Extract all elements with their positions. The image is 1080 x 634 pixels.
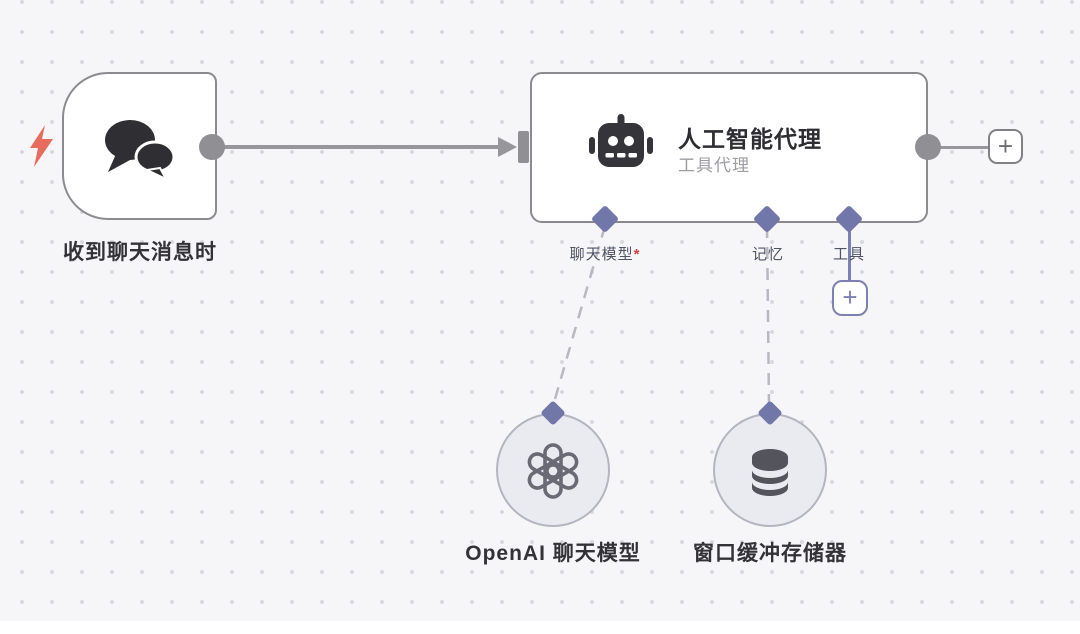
trigger-output-port[interactable] <box>199 134 225 160</box>
trigger-node-label: 收到聊天消息时 <box>63 241 217 264</box>
plus-icon: + <box>842 282 858 312</box>
port-label-chat-model-text: 聊天模型 <box>569 246 634 263</box>
connection-agent-to-plus <box>938 145 990 149</box>
add-tool-button[interactable]: + <box>832 280 868 316</box>
required-asterisk: * <box>633 246 641 263</box>
agent-input-port[interactable] <box>518 131 529 163</box>
memory-node-label: 窗口缓冲存储器 <box>693 542 847 565</box>
node-window-buffer-memory[interactable] <box>713 413 827 527</box>
plus-icon: + <box>997 131 1014 161</box>
port-label-chat-model: 聊天模型* <box>570 243 641 264</box>
node-ai-agent[interactable] <box>530 72 928 223</box>
database-icon <box>752 449 788 496</box>
robot-icon <box>589 114 653 167</box>
agent-output-port[interactable] <box>915 134 941 160</box>
openai-node-label: OpenAI 聊天模型 <box>465 542 641 565</box>
lightning-bolt-icon <box>30 125 53 167</box>
port-label-memory: 记忆 <box>751 246 785 263</box>
agent-node-title: 人工智能代理 <box>678 126 822 152</box>
bottom-strip <box>0 621 1080 634</box>
add-next-node-button[interactable]: + <box>988 129 1023 164</box>
port-label-tools: 工具 <box>832 246 866 263</box>
node-openai-chat-model[interactable] <box>496 413 610 527</box>
openai-logo-icon <box>527 443 579 499</box>
connection-trigger-to-agent <box>212 145 502 149</box>
connection-tools-line <box>848 228 851 282</box>
connection-arrowhead <box>498 137 517 157</box>
agent-node-subtitle: 工具代理 <box>678 156 750 175</box>
chat-bubbles-icon <box>105 120 176 180</box>
